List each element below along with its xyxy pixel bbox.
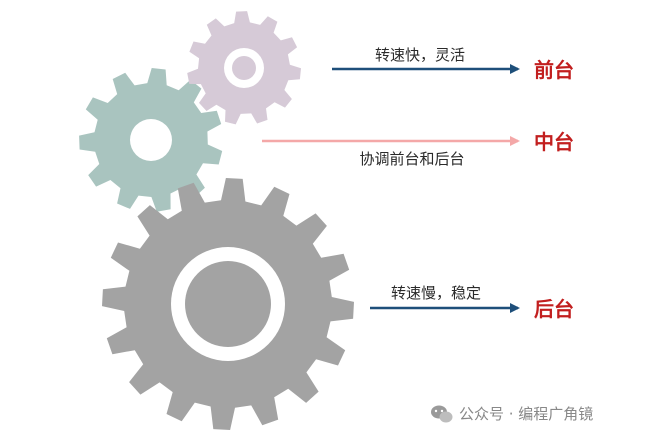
arrow-middle-office-label: 协调前台和后台 [359,150,464,168]
gear-large [102,178,354,430]
watermark-text: 公众号 · 编程广角镜 [459,405,593,423]
arrow-front-office-target: 前台 [534,58,574,82]
watermark: 公众号 · 编程广角镜 [431,405,593,423]
arrow-front-office-label: 转速快，灵活 [375,46,465,64]
arrow-middle-office: 协调前台和后台 中台 [262,130,574,168]
wechat-icon [431,405,453,423]
gear-medium-hole [130,119,172,161]
gear-large-hub [185,261,271,347]
gear-small [187,11,301,125]
arrow-middle-office-target: 中台 [534,130,574,154]
gear-medium [79,68,223,212]
gear-small-hub [232,56,256,80]
arrow-back-office-target: 后台 [534,297,574,321]
arrow-back-office: 转速慢，稳定 后台 [370,284,574,321]
arrow-back-office-label: 转速慢，稳定 [391,284,481,302]
arrow-front-office: 转速快，灵活 前台 [332,46,574,82]
